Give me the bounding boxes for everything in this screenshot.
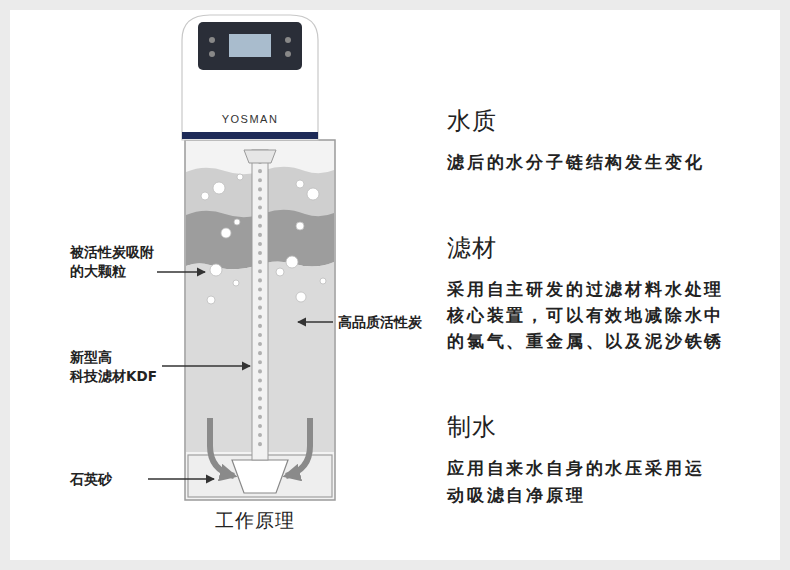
- flow-arrow: [286, 418, 310, 476]
- section-body: 采用自主研发的过滤材料水处理 核心装置，可以有效地减除水中 的氯气、重金属、以及…: [447, 277, 724, 355]
- leader-arrow: [148, 478, 214, 479]
- flow-arrow: [210, 418, 234, 476]
- caption: 工作原理: [215, 507, 295, 533]
- section-body: 应用自来水自身的水压采用运 动吸滤自净原理: [447, 455, 704, 509]
- bubble: [296, 180, 304, 188]
- tube-top: [244, 150, 276, 163]
- bubble: [213, 182, 225, 194]
- page-ground: [10, 10, 780, 560]
- control-panel: [198, 22, 302, 70]
- part-label: 高品质活性炭: [338, 313, 422, 332]
- quartz-sand-layer: [188, 455, 332, 497]
- leader-arrow: [157, 271, 205, 272]
- outlet-funnel: [232, 460, 288, 493]
- bubbles: [201, 174, 326, 304]
- leader-arrow: [162, 365, 250, 366]
- bubble: [276, 268, 284, 276]
- bubble: [234, 219, 240, 225]
- bubble: [210, 264, 222, 276]
- brand-name: YOSMAN: [222, 113, 279, 125]
- part-label: 被活性炭吸附 的大颗粒: [70, 243, 154, 281]
- tube-holes: [258, 162, 262, 452]
- bubble: [320, 278, 326, 284]
- control-head: [182, 15, 318, 140]
- device-head: YOSMAN: [182, 15, 318, 140]
- bubble: [201, 192, 209, 200]
- bubble: [221, 228, 231, 238]
- bubble: [307, 188, 319, 200]
- panel-button: [209, 37, 215, 43]
- part-label: 石英砂: [70, 470, 112, 489]
- panel-button: [209, 51, 215, 57]
- bubble: [296, 292, 306, 302]
- head-band: [182, 132, 318, 139]
- part-label: 新型高 科技滤材KDF: [70, 348, 157, 386]
- bubble: [207, 296, 215, 304]
- panel-button: [285, 51, 291, 57]
- panel-button: [285, 37, 291, 43]
- lcd-screen: [229, 34, 271, 57]
- central-tube: [252, 150, 268, 460]
- section-body: 滤后的水分子链结构发生变化: [447, 150, 704, 176]
- bubble: [233, 280, 239, 286]
- section-heading: 水质: [447, 106, 497, 136]
- bubble: [286, 256, 298, 268]
- section-heading: 制水: [447, 412, 497, 442]
- tank-housing: [185, 140, 335, 500]
- bubble: [237, 174, 243, 180]
- bubble: [296, 222, 304, 230]
- section-heading: 滤材: [447, 233, 497, 263]
- leader-arrow: [298, 321, 333, 322]
